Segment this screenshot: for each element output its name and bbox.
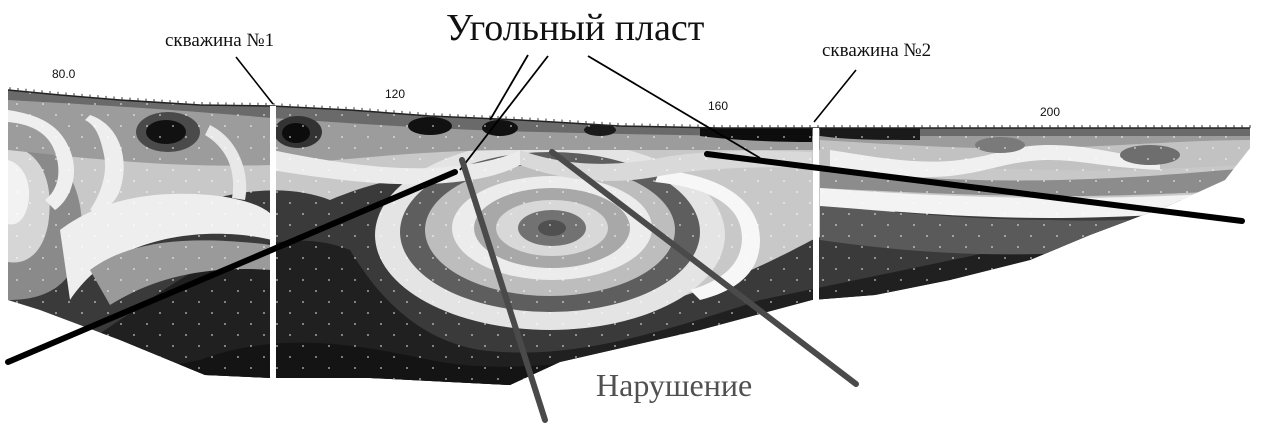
- tick-label: 80.0: [52, 67, 76, 81]
- fault-label: Нарушение: [596, 367, 752, 403]
- well2-leader-line: [814, 70, 856, 122]
- coal-seam-label: Угольный пласт: [446, 7, 705, 49]
- well2-label: скважина №2: [822, 40, 931, 61]
- tick-label: 120: [385, 87, 405, 101]
- well1-label: скважина №1: [165, 30, 274, 51]
- tick-label: 200: [1040, 105, 1060, 119]
- tick-label: 160: [708, 99, 728, 113]
- well1-leader-line: [236, 57, 273, 104]
